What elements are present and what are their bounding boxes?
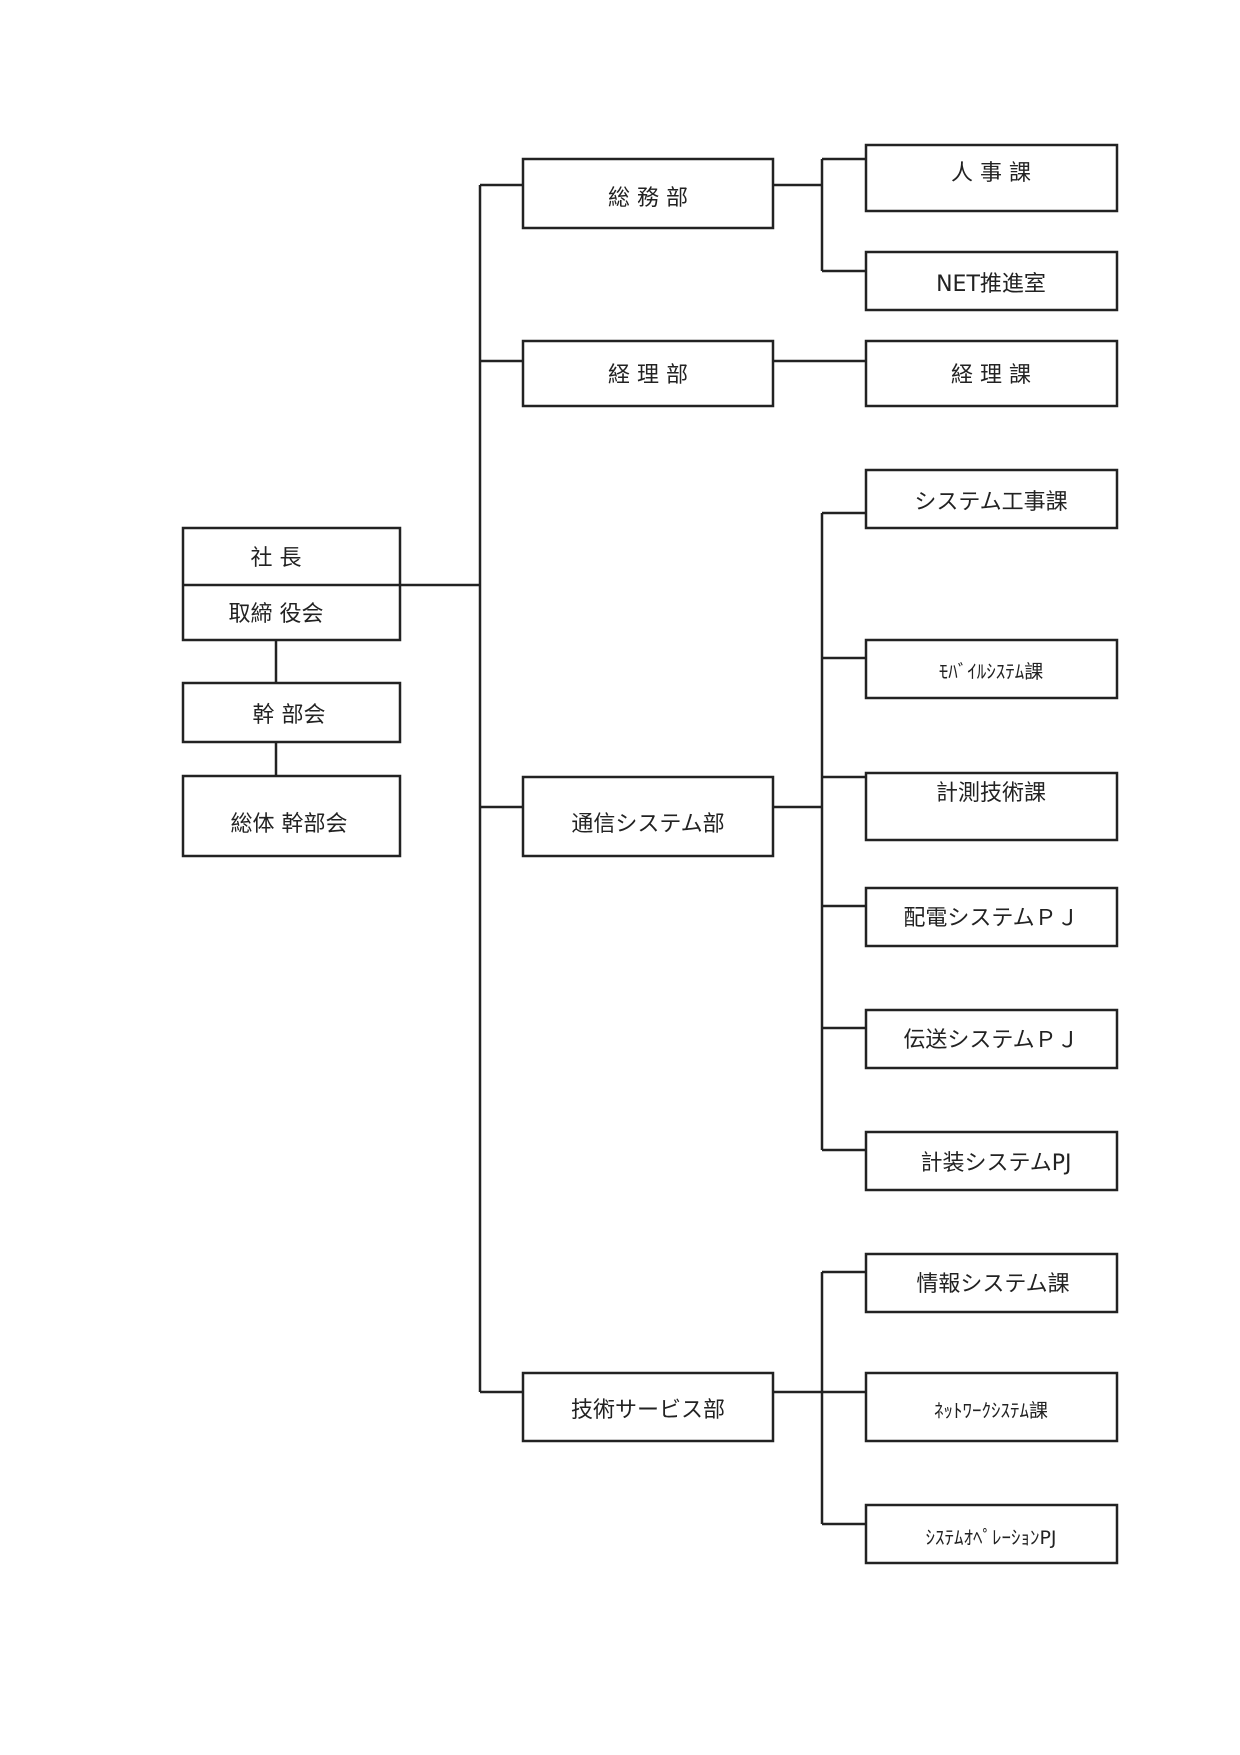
section-box-densou	[864, 1008, 1119, 1070]
section-box-net	[864, 250, 1119, 312]
general-managers-meeting-label: 総体 幹部会	[231, 812, 348, 837]
section-box-keisou	[864, 1130, 1119, 1192]
department-group: 総 務 部 経 理 部 通信システム部 技術サービス部	[521, 157, 775, 1443]
section-box-joho	[864, 1252, 1119, 1314]
dept-label-gijutsu: 技術サービス部	[571, 1398, 725, 1423]
dept-label-keiri: 経 理 部	[608, 363, 688, 388]
section-label-joho: 情報システム課	[916, 1272, 1069, 1297]
section-label-densou: 伝送システムＰＪ	[903, 1028, 1078, 1053]
section-box-mobile	[864, 638, 1119, 700]
dept-box-soumu	[521, 157, 775, 230]
section-box-jinji	[864, 143, 1119, 213]
section-label-net: NET推進室	[936, 272, 1046, 297]
president-label: 社 長	[251, 546, 302, 571]
section-label-network: ﾈｯﾄﾜｰｸｼｽﾃﾑ課	[934, 1400, 1048, 1422]
section-box-keisoku	[864, 771, 1119, 842]
section-label-jinji: 人 事 課	[951, 161, 1031, 186]
general-managers-meeting-box	[181, 774, 402, 858]
managers-meeting-label: 幹 部会	[253, 703, 326, 728]
section-box-sys-op	[864, 1503, 1119, 1565]
managers-meeting-box	[181, 681, 402, 744]
section-box-sys-koji	[864, 468, 1119, 530]
section-box-network	[864, 1371, 1119, 1443]
exec-group: 社 長 取締 役会 幹 部会 総体 幹部会	[181, 526, 402, 858]
dept-label-soumu: 総 務 部	[608, 186, 688, 211]
board-label: 取締 役会	[229, 602, 324, 627]
section-box-keiri-ka	[864, 339, 1119, 408]
dept-label-tsushin: 通信システム部	[571, 812, 724, 837]
dept-box-tsushin	[521, 775, 775, 858]
section-label-mobile: ﾓﾊﾞｲﾙｼｽﾃﾑ課	[939, 661, 1044, 683]
section-label-keisou: 計装システムPJ	[920, 1151, 1071, 1176]
section-label-keiri-ka: 経 理 課	[951, 363, 1031, 388]
section-box-haiden	[864, 886, 1119, 948]
section-label-sys-koji: システム工事課	[914, 490, 1067, 515]
connectors	[274, 157, 866, 1526]
section-label-sys-op: ｼｽﾃﾑｵﾍﾟﾚｰｼｮﾝPJ	[925, 1527, 1056, 1549]
section-label-keisoku: 計測技術課	[936, 781, 1046, 806]
dept-box-gijutsu	[521, 1371, 775, 1443]
section-group: 人 事 課 NET推進室 経 理 課 システム工事課 ﾓﾊﾞｲﾙｼｽﾃﾑ課 計測…	[864, 143, 1119, 1565]
section-label-haiden: 配電システムＰＪ	[903, 906, 1078, 931]
dept-box-keiri	[521, 339, 775, 408]
